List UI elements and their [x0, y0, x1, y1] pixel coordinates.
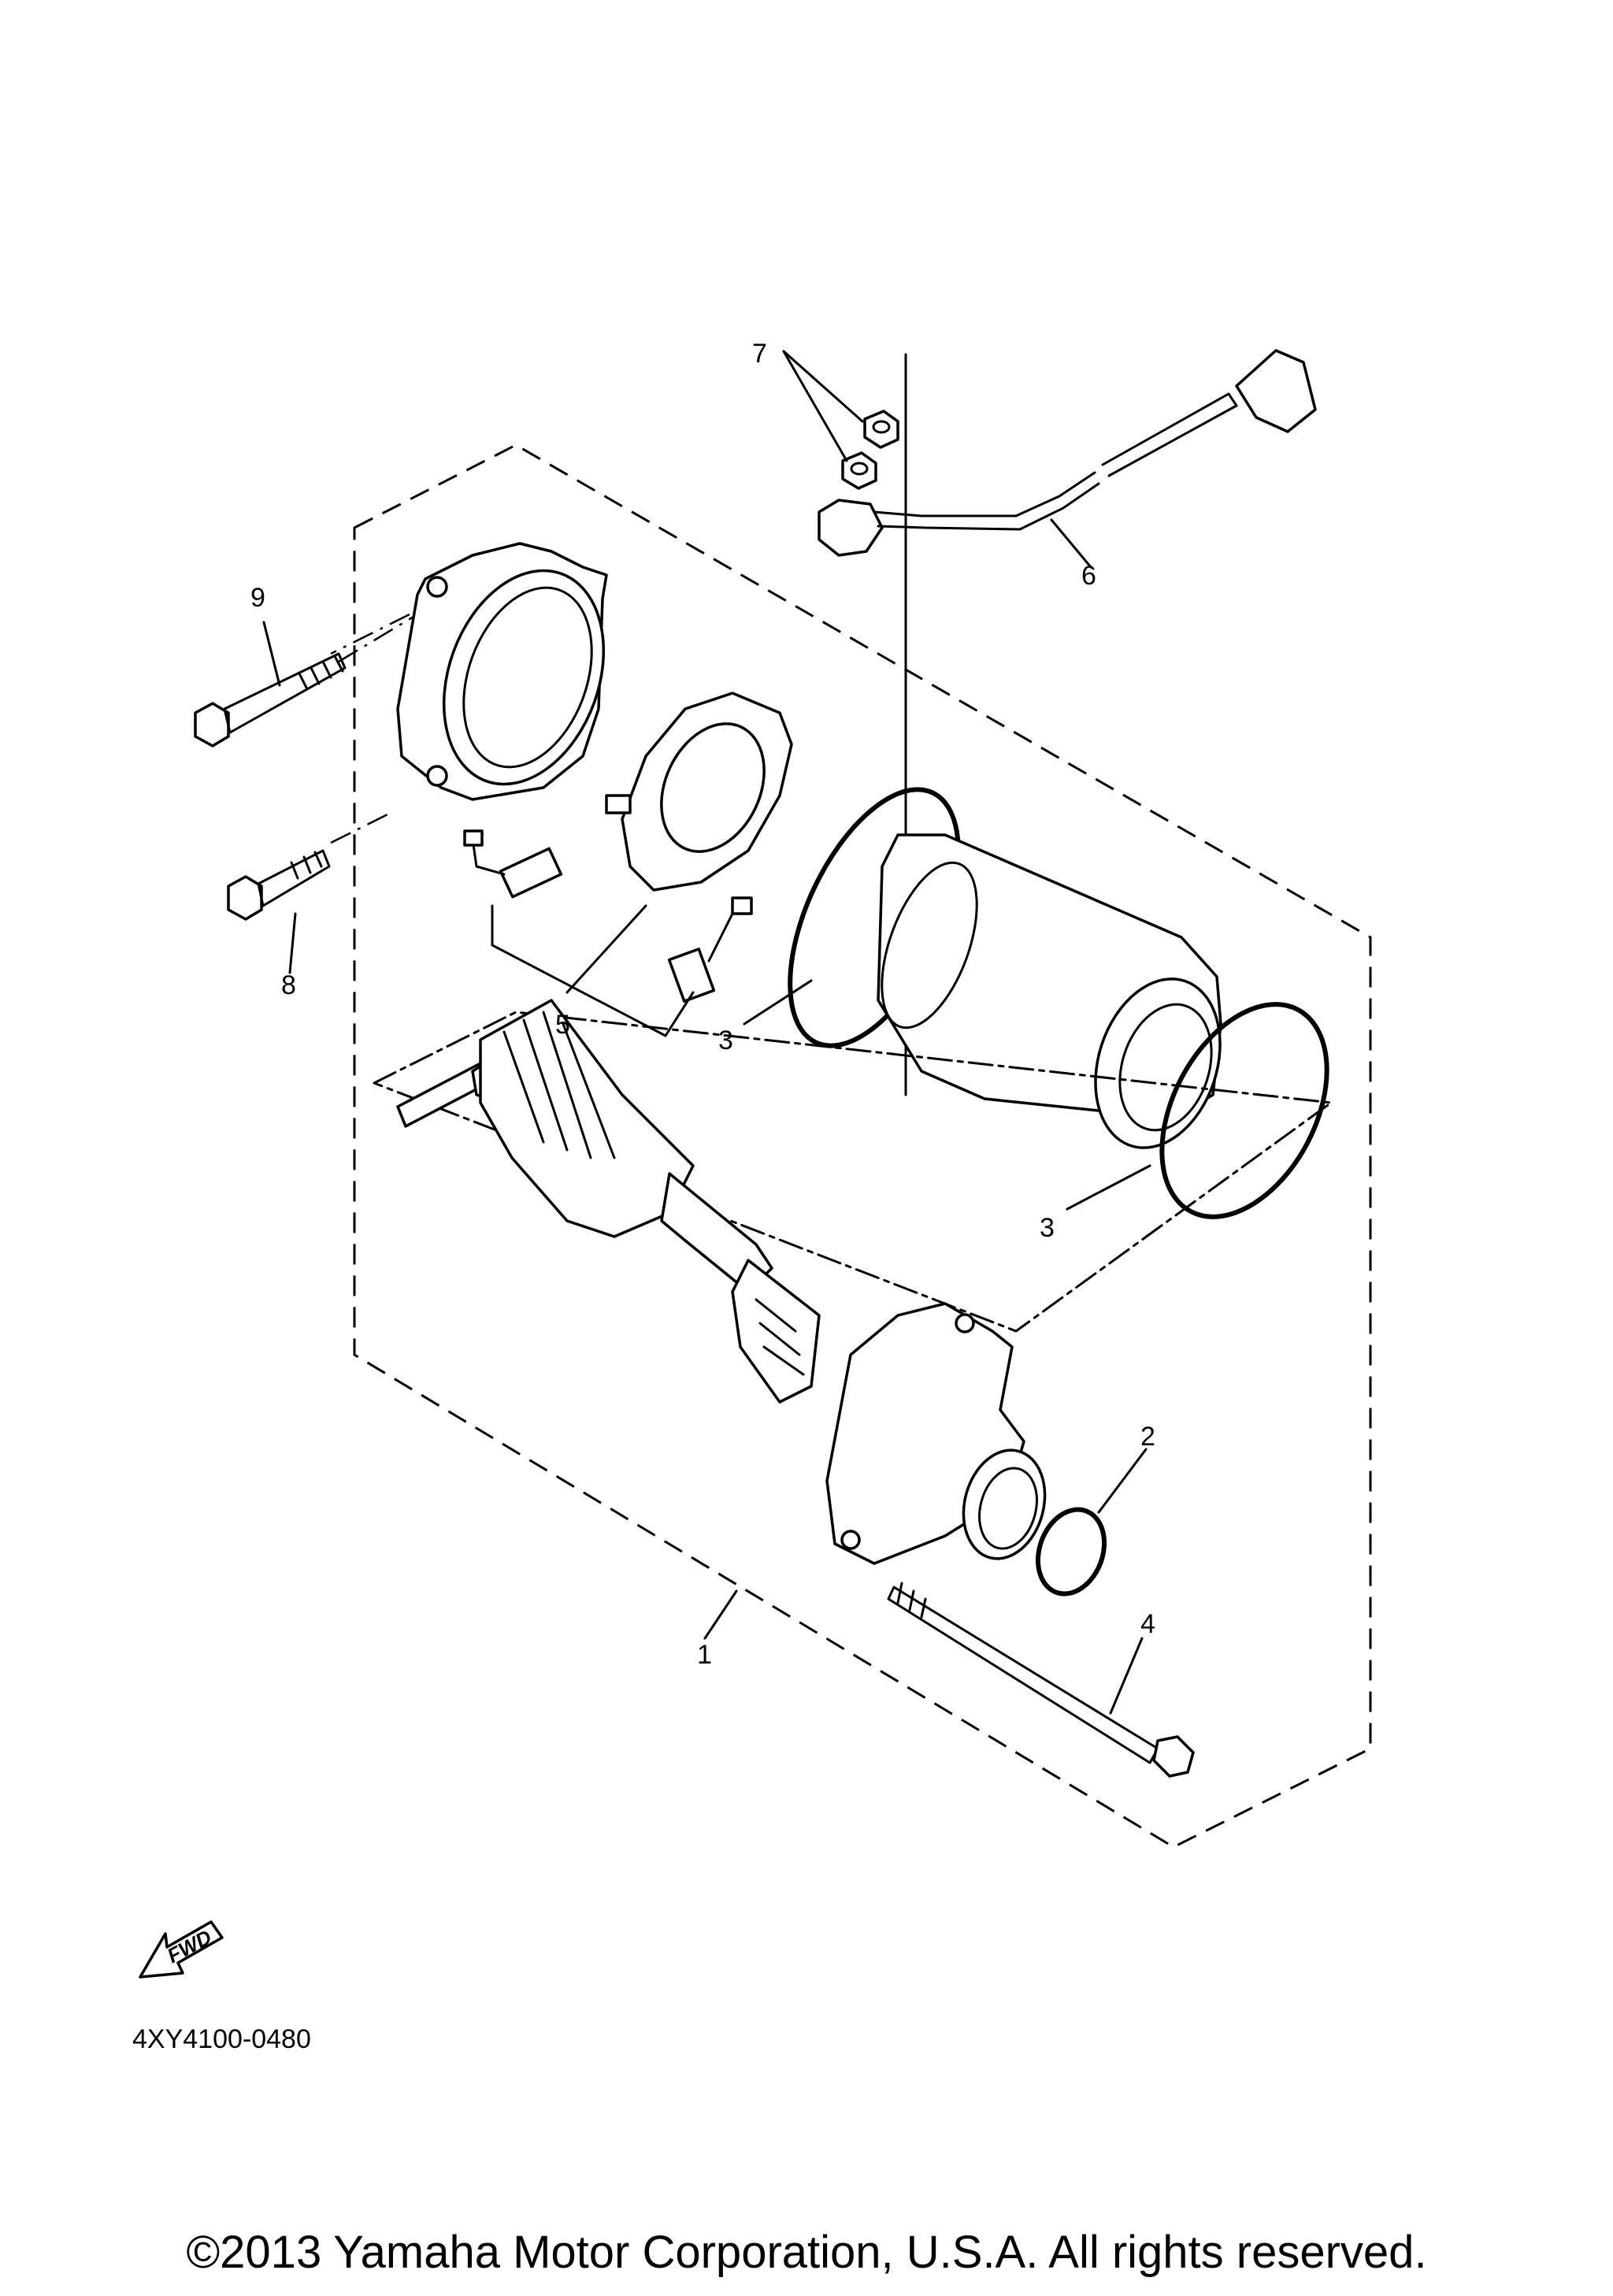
leader-6 [1050, 518, 1092, 569]
leader-4 [1109, 1637, 1144, 1715]
callout-4: 4 [1140, 1609, 1155, 1639]
fwd-arrow-icon: FWD [139, 1920, 224, 1979]
bolt-9 [194, 652, 347, 747]
callout-6: 6 [1081, 561, 1096, 591]
starter-cable-6 [818, 349, 1317, 557]
callout-3b: 3 [1040, 1213, 1055, 1243]
leader-7b [782, 350, 848, 462]
leader-8 [288, 912, 297, 974]
callout-3a: 3 [718, 1026, 733, 1055]
callout-5: 5 [555, 1010, 570, 1040]
yoke-field-coil [877, 833, 1222, 1149]
armature-box [373, 1011, 1333, 1333]
bolt-8 [227, 849, 331, 921]
front-cover [825, 1302, 1047, 1565]
leader-1 [703, 1589, 738, 1640]
leader-2 [1097, 1448, 1148, 1514]
nuts-7 [841, 410, 899, 490]
brush-right [667, 896, 753, 1003]
through-bolt-4 [887, 1582, 1195, 1778]
bracket-5 [491, 904, 695, 1037]
o-ring-2 [1035, 1507, 1107, 1597]
leader-9 [262, 621, 281, 687]
brush-holder-plate [605, 692, 793, 892]
callout-1: 1 [697, 1640, 712, 1670]
callout-9: 9 [250, 583, 265, 613]
copyright-notice: ©2013 Yamaha Motor Corporation, U.S.A. A… [186, 2227, 1427, 2278]
leader-3a [743, 979, 813, 1026]
armature [396, 999, 821, 1404]
o-ring-3-bottom [1159, 1002, 1329, 1219]
callout-2: 2 [1140, 1422, 1155, 1452]
rear-end-cover [396, 542, 608, 801]
leader-3b [1066, 1164, 1151, 1211]
diagram-code: 4XY4100-0480 [132, 2024, 311, 2054]
leader-7a [782, 350, 864, 423]
leader-5 [565, 904, 647, 994]
callout-7: 7 [752, 339, 767, 369]
assembly-boundary [353, 443, 1372, 1849]
callout-8: 8 [281, 970, 296, 1000]
brush-left [463, 829, 563, 899]
